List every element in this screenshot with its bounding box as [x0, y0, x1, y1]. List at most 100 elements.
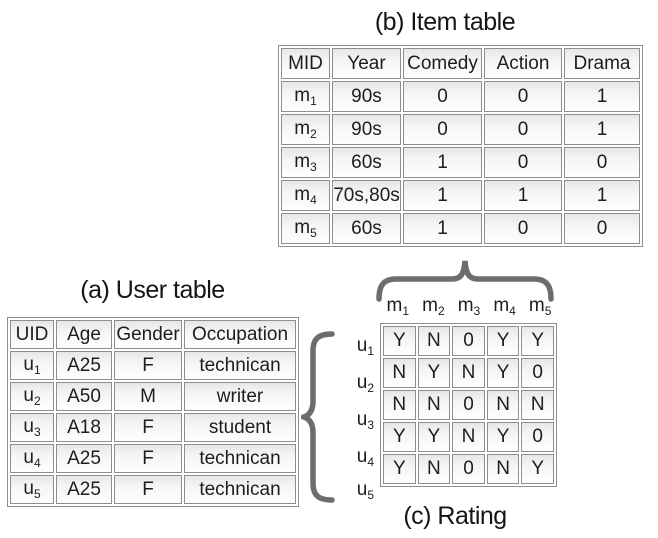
- item-cell: 1: [564, 180, 640, 211]
- rating-cell: Y: [521, 326, 554, 356]
- user-id-subscript: 1: [33, 363, 41, 377]
- user-cell: A18: [56, 413, 112, 442]
- item-row: m4 70s,80s 1 1 1: [281, 180, 640, 211]
- item-id-subscript: 1: [310, 94, 317, 108]
- rating-cell: Y: [486, 326, 520, 356]
- user-row: u5 A25 F technican: [10, 475, 296, 504]
- m-label-subscript: 1: [402, 304, 410, 318]
- m-label-base: m: [457, 295, 474, 316]
- user-id-cell: u3: [10, 413, 54, 442]
- u-label: u4: [336, 445, 374, 469]
- user-cell: technican: [184, 351, 296, 380]
- item-cell: 70s,80s: [332, 180, 401, 211]
- item-id-subscript: 3: [310, 160, 317, 174]
- user-cell: A25: [56, 444, 112, 473]
- user-header-cell: Occupation: [184, 320, 296, 349]
- item-id-cell: m3: [281, 147, 330, 178]
- m-label-subscript: 5: [544, 304, 552, 318]
- user-cell: technican: [184, 475, 296, 504]
- user-id-subscript: 5: [33, 487, 41, 501]
- item-row: m5 60s 1 0 0: [281, 213, 640, 244]
- item-id-subscript: 4: [310, 193, 317, 207]
- user-id-cell: u4: [10, 444, 54, 473]
- item-id-base: m: [294, 151, 311, 172]
- caption-user-table: (a) User table: [80, 276, 225, 304]
- rating-cell: N: [383, 390, 416, 420]
- item-cell: 1: [564, 114, 640, 145]
- item-cell: 0: [484, 81, 562, 112]
- u-label: u3: [336, 408, 374, 432]
- u-label: u1: [336, 334, 374, 358]
- item-cell: 1: [403, 147, 482, 178]
- m-label-subscript: 4: [509, 304, 516, 318]
- m-label: m2: [416, 294, 452, 323]
- item-id-cell: m4: [281, 180, 330, 211]
- rating-row: N Y N Y 0: [383, 358, 554, 388]
- item-id-cell: m2: [281, 114, 330, 145]
- caption-item-table: (b) Item table: [374, 8, 516, 36]
- rating-column-labels: m1 m2 m3 m4 m5: [380, 294, 558, 323]
- u-label-base: u: [356, 335, 368, 356]
- user-cell: F: [114, 413, 182, 442]
- m-label: m3: [451, 294, 487, 323]
- user-cell: A25: [56, 351, 112, 380]
- rating-row: N N 0 N N: [383, 390, 554, 420]
- item-header-cell: Drama: [564, 48, 640, 79]
- rating-cell: N: [521, 390, 554, 420]
- item-cell: 60s: [332, 213, 401, 244]
- item-cell: 60s: [332, 147, 401, 178]
- user-id-base: u: [23, 478, 34, 499]
- rating-cell: 0: [452, 454, 485, 484]
- rating-cell: N: [417, 454, 451, 484]
- user-cell: M: [114, 382, 182, 411]
- u-label: u2: [336, 371, 374, 395]
- curly-brace-horizontal-path: [376, 260, 554, 302]
- item-header-cell: Comedy: [403, 48, 482, 79]
- item-cell: 1: [564, 81, 640, 112]
- u-label-base: u: [356, 409, 368, 430]
- curly-brace-horizontal: [376, 260, 554, 302]
- m-label-base: m: [528, 295, 545, 316]
- m-label: m4: [487, 294, 523, 323]
- rating-matrix: Y N 0 Y Y N Y N Y 0 N N 0 N N Y Y N Y 0: [380, 323, 557, 487]
- rating-cell: Y: [486, 358, 520, 388]
- user-cell: technican: [184, 444, 296, 473]
- rating-cell: N: [417, 326, 451, 356]
- user-id-base: u: [23, 385, 34, 406]
- rating-cell: Y: [383, 422, 416, 452]
- rating-cell: N: [383, 358, 416, 388]
- rating-cell: Y: [417, 358, 451, 388]
- u-label-base: u: [356, 479, 368, 500]
- item-header-cell: MID: [281, 48, 330, 79]
- user-table: UID Age Gender Occupation u1 A25 F techn…: [7, 317, 299, 507]
- rating-row: Y Y N Y 0: [383, 422, 554, 452]
- item-id-base: m: [294, 85, 311, 106]
- item-row: m3 60s 1 0 0: [281, 147, 640, 178]
- rating-row: Y N 0 Y Y: [383, 326, 554, 356]
- user-cell: F: [114, 475, 182, 504]
- user-cell: A25: [56, 475, 112, 504]
- item-header-cell: Action: [484, 48, 562, 79]
- user-row: u1 A25 F technican: [10, 351, 296, 380]
- m-label-base: m: [386, 295, 403, 316]
- item-id-cell: m1: [281, 81, 330, 112]
- item-id-base: m: [294, 217, 311, 238]
- user-header-cell: Age: [56, 320, 112, 349]
- item-header-row: MID Year Comedy Action Drama: [281, 48, 640, 79]
- user-id-subscript: 3: [33, 425, 41, 439]
- u-label-subscript: 2: [367, 381, 374, 395]
- m-label-base: m: [493, 295, 510, 316]
- item-cell: 0: [484, 147, 562, 178]
- item-cell: 90s: [332, 81, 401, 112]
- u-label: u5: [336, 478, 374, 502]
- rating-cell: 0: [521, 422, 554, 452]
- user-id-base: u: [23, 416, 34, 437]
- m-label-subscript: 2: [437, 304, 445, 318]
- u-label-subscript: 1: [367, 344, 374, 358]
- user-header-row: UID Age Gender Occupation: [10, 320, 296, 349]
- item-cell: 0: [484, 114, 562, 145]
- user-id-cell: u1: [10, 351, 54, 380]
- curly-brace-vertical-path: [301, 331, 335, 503]
- item-id-cell: m5: [281, 213, 330, 244]
- m-label: m5: [522, 294, 558, 323]
